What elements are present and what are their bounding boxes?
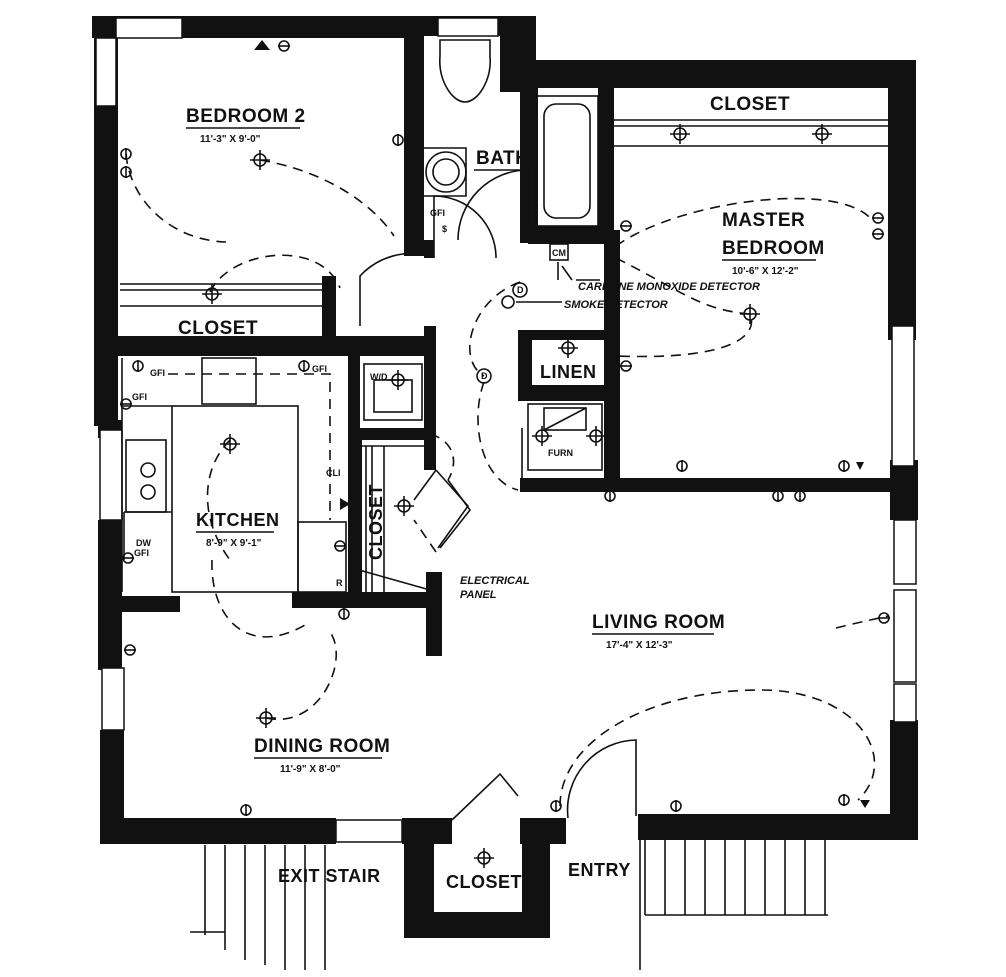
co-detector-label: CARBONE MONOXIDE DETECTOR [578, 281, 760, 293]
bathtub-icon [535, 95, 599, 227]
kitchen-island [171, 405, 299, 593]
co-detector-icon [549, 243, 569, 261]
electrical-panel-label-1: ELECTRICAL [460, 575, 530, 587]
furnace-unit [527, 403, 603, 471]
outlets [120, 40, 890, 816]
refrigerator [297, 521, 347, 593]
furnace-label: FURN [548, 448, 573, 458]
smoke-detector-label: SMOKE DETECTOR [564, 299, 668, 311]
electrical-panel-label-2: PANEL [460, 589, 497, 601]
cli-label: CLI [326, 468, 341, 478]
room-label-closet-hall: CLOSET [366, 484, 386, 560]
toilet-icon [439, 39, 491, 103]
room-dim-dining: 11'-9" X 8'-0" [280, 764, 341, 775]
entry-stair-steps [639, 838, 828, 970]
washer-dryer-label: W/D [370, 372, 388, 382]
room-label-bedroom2: BEDROOM 2 [186, 106, 306, 127]
room-dim-master: 10'-6" X 12'-2" [732, 266, 799, 277]
furnace-icon [527, 403, 603, 471]
kitchen-sink-icon [125, 439, 167, 513]
thermostat-markers [254, 40, 870, 808]
kitchen-fixtures [121, 357, 347, 593]
exit-stair-steps [190, 845, 326, 970]
room-dim-kitchen: 8'-9" X 9'-1" [206, 538, 262, 549]
thermostat-icon [340, 498, 350, 510]
thermostat-icon [860, 800, 870, 808]
light-fixtures [202, 124, 832, 868]
detector-label-2: D [481, 371, 488, 381]
room-label-closet-master: CLOSET [710, 94, 790, 115]
detector-label-1: D [517, 285, 524, 295]
closet-shelves [120, 119, 888, 592]
smoke-detector-icon [476, 368, 492, 384]
room-label-linen: LINEN [540, 362, 597, 382]
wiring [125, 153, 889, 807]
room-label-master-2: BEDROOM [722, 238, 825, 259]
thermostat-icon [856, 462, 864, 470]
sink-icon [425, 151, 467, 193]
room-label-closet-bedroom2: CLOSET [178, 318, 258, 339]
entry-label: ENTRY [568, 860, 631, 880]
room-dim-living: 17'-4" X 12'-3" [606, 640, 673, 651]
room-label-master-1: MASTER [722, 210, 805, 231]
room-dim-bedroom2: 11'-3" X 9'-0" [200, 134, 261, 145]
annotation-labels: EXIT STAIR ENTRY CARBONE MONOXIDE DETECT… [132, 208, 760, 886]
gfi-label-kitchen-4: GFI [134, 548, 149, 558]
gfi-label-bath: GFI [430, 208, 445, 218]
smoke-detector-icon [501, 295, 515, 309]
room-label-dining: DINING ROOM [254, 736, 390, 757]
door-swings [359, 169, 637, 821]
room-label-living: LIVING ROOM [592, 612, 725, 633]
dishwasher-label: DW [136, 538, 151, 548]
washer-dryer-icon [363, 363, 423, 421]
gfi-label-kitchen-1: GFI [150, 368, 165, 378]
room-label-kitchen: KITCHEN [196, 510, 280, 530]
detectors [351, 243, 600, 591]
exit-stair-label: EXIT STAIR [278, 866, 381, 886]
refrigerator-label: R [336, 578, 343, 588]
gfi-label-kitchen-2: GFI [312, 364, 327, 374]
stove-icon [201, 357, 257, 405]
bath-fixtures [424, 39, 599, 227]
switch-label: $ [442, 224, 447, 234]
room-labels: BEDROOM 2 11'-3" X 9'-0" BATH CLOSET MAS… [178, 94, 825, 892]
room-label-closet-entry: CLOSET [446, 872, 522, 892]
gfi-label-kitchen-3: GFI [132, 392, 147, 402]
co-label: CM [552, 248, 566, 258]
windows [95, 17, 917, 843]
room-label-bath: BATH [476, 148, 529, 169]
thermostat-icon [254, 40, 270, 50]
smoke-detector-icon [512, 282, 528, 298]
